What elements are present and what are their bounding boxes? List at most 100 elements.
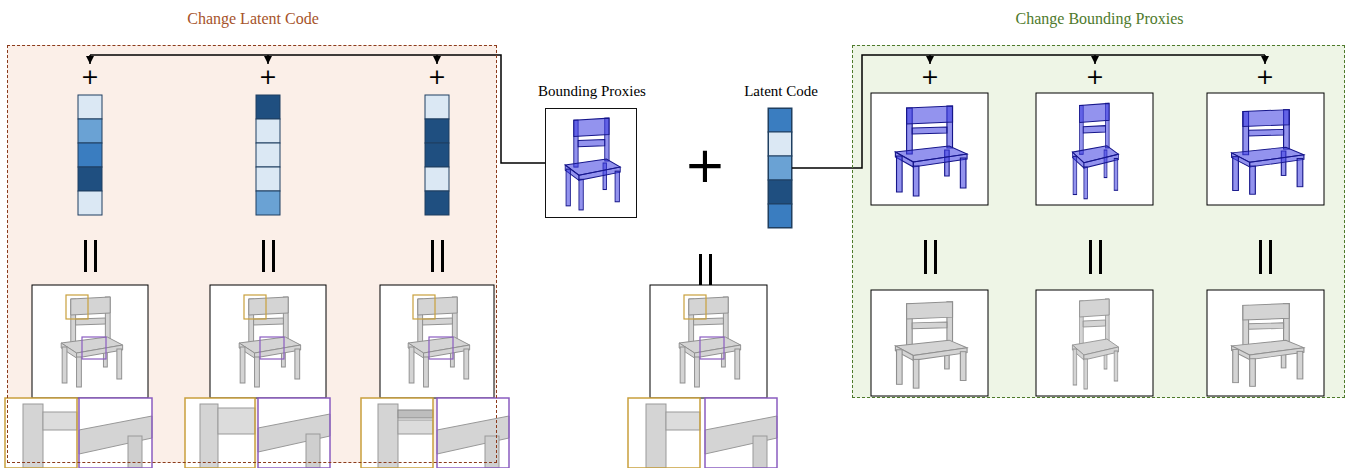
render-frame [1036, 93, 1153, 205]
zoom-mark [260, 337, 284, 359]
zoom-inset [361, 398, 433, 468]
zoom-mark [413, 295, 435, 319]
inset-ground [185, 398, 255, 468]
dashed-panel: Change Bounding Proxies [852, 45, 1345, 398]
equals-bar [84, 240, 87, 272]
render-frame [1207, 93, 1324, 205]
proxy-shape [1232, 110, 1304, 195]
zoom-mark [684, 295, 706, 319]
render-frame [1207, 290, 1324, 396]
zoom-mark [82, 337, 106, 359]
connector-line [792, 55, 1265, 168]
equals-bar [431, 240, 434, 272]
connector-line [1264, 55, 1266, 64]
plus-sign: + [921, 66, 939, 88]
latent-vector [78, 95, 102, 215]
vector-cell [768, 180, 792, 204]
equals-sign [84, 240, 1272, 286]
inset-frame [79, 398, 152, 468]
zoom-inset [5, 398, 77, 468]
inset-detail [378, 404, 398, 468]
connector-line [436, 55, 438, 64]
vector-cell [256, 167, 280, 191]
inset-detail [666, 412, 700, 430]
inset-detail [43, 412, 77, 430]
connector-line [89, 55, 91, 64]
inset-detail [218, 408, 255, 434]
heading: Bounding Proxies [538, 82, 646, 100]
chair-shape [61, 297, 122, 387]
inset-detail [398, 410, 433, 418]
heading: Change Bounding Proxies [1016, 9, 1184, 28]
inset-detail [128, 436, 142, 468]
zoom-mark [429, 337, 453, 359]
zoom-inset [437, 398, 509, 468]
inset-detail [398, 420, 433, 434]
latent-vector [256, 95, 280, 215]
render-frame [380, 285, 494, 398]
inset-detail [23, 404, 43, 468]
vector-cell [256, 119, 280, 143]
equals-bar [94, 240, 97, 272]
equals-bar [699, 254, 702, 286]
zoom-inset [79, 398, 152, 468]
equals-bar [934, 240, 937, 274]
inset-ground [705, 398, 777, 468]
plus-sign: + [81, 66, 99, 88]
render-frame [1036, 290, 1153, 396]
chair-render [1036, 290, 1153, 396]
vector-cell [768, 108, 792, 132]
inset-frame [361, 398, 433, 468]
inset-ground [437, 398, 509, 468]
chair-render [380, 285, 494, 398]
equals-bar [1259, 240, 1262, 274]
branching-arrow [90, 55, 545, 163]
proxy-render [1036, 93, 1153, 205]
connector-line [267, 55, 269, 64]
vector-cell [425, 95, 449, 119]
zoom-mark [66, 295, 88, 319]
zoom-inset [258, 398, 330, 468]
chair-render [650, 285, 767, 398]
vector-cell [78, 191, 102, 215]
inset-detail [200, 404, 218, 468]
render-frame [210, 285, 326, 398]
chair-shape [408, 297, 469, 387]
vector-cell [78, 95, 102, 119]
proxy-shape [895, 106, 967, 196]
vector-cell [425, 167, 449, 191]
connector-line [929, 55, 931, 64]
vector-cell [78, 143, 102, 167]
chair-shape [239, 297, 300, 387]
panel-ground [852, 45, 1345, 398]
plus-sign: + [1256, 66, 1274, 88]
equals-bar [709, 254, 712, 286]
equals-bar [1099, 240, 1102, 274]
proxy-render [1207, 93, 1324, 205]
vector-cell [425, 143, 449, 167]
heading: Change Latent Code [187, 9, 319, 28]
chair-shape [1232, 304, 1304, 387]
equals-bar [272, 240, 275, 272]
render-frame [871, 93, 988, 205]
inset-ground [258, 398, 330, 468]
latent-vector [425, 95, 449, 215]
equals-bar [441, 240, 444, 272]
render-frame [650, 285, 767, 398]
inset-frame [628, 398, 700, 468]
chair-render [1207, 290, 1324, 396]
inset-detail [646, 404, 666, 468]
chair-shape [1072, 299, 1118, 389]
chair-render [32, 285, 148, 398]
inset-frame [437, 398, 509, 468]
vector-cell [768, 132, 792, 156]
render-frame [871, 290, 988, 396]
vector-cell [256, 95, 280, 119]
zoom-mark [244, 295, 266, 319]
proxy-shape [565, 118, 620, 210]
render-frame [32, 285, 148, 398]
chair-render [210, 285, 326, 398]
inset-ground [361, 398, 433, 468]
vector-cell [425, 119, 449, 143]
chair-render [871, 290, 988, 396]
